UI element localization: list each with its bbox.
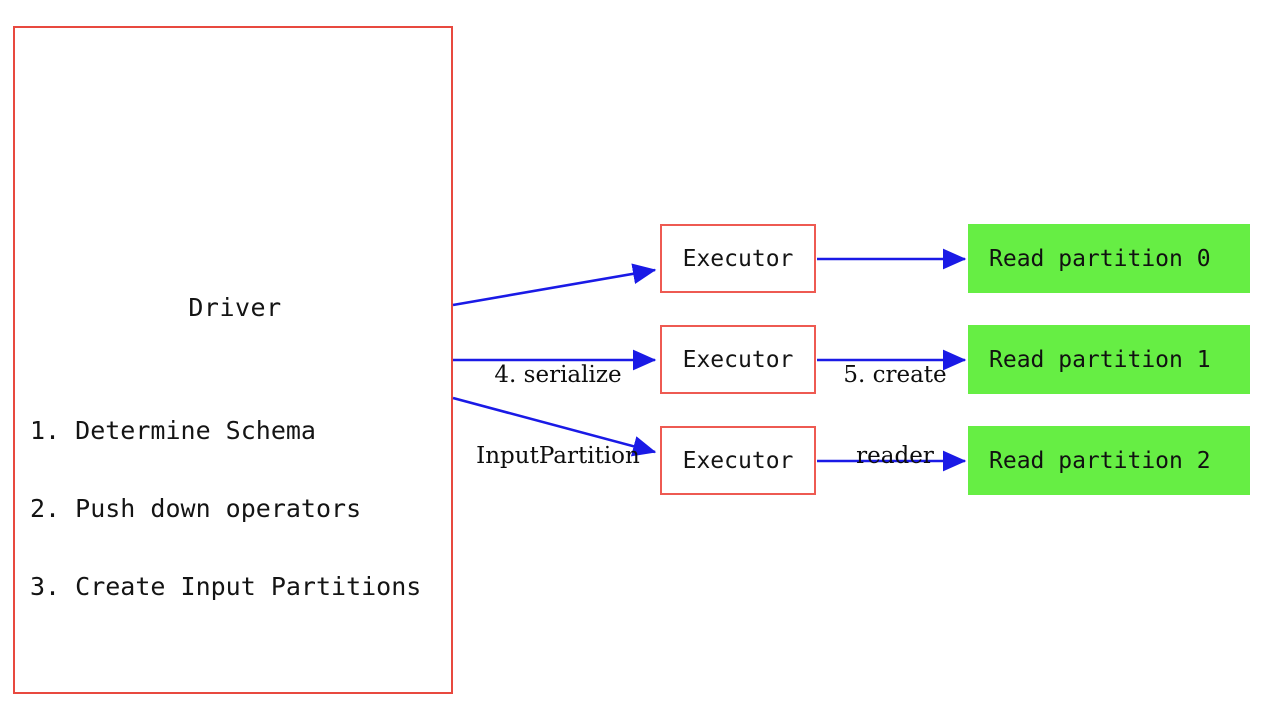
driver-title: Driver	[188, 293, 282, 322]
driver-step-1: 1. Determine Schema	[30, 416, 316, 445]
executor-box-3: Executor	[660, 426, 816, 495]
partition-label-1: Read partition 1	[989, 346, 1211, 373]
edge-label-serialize-line2: InputPartition	[476, 443, 640, 469]
partition-label-2: Read partition 2	[989, 447, 1211, 474]
executor-label-1: Executor	[682, 245, 794, 272]
partition-box-1: Read partition 1	[968, 325, 1250, 394]
executor-label-3: Executor	[682, 447, 794, 474]
partition-box-2: Read partition 2	[968, 426, 1250, 495]
partition-box-0: Read partition 0	[968, 224, 1250, 293]
partition-label-0: Read partition 0	[989, 245, 1211, 272]
driver-box: Driver 1. Determine Schema 2. Push down …	[13, 26, 453, 694]
arrow-driver-to-executor-1	[452, 263, 657, 307]
edge-label-serialize: 4. serialize InputPartition	[458, 308, 658, 524]
edge-label-create-reader: 5. create reader	[825, 308, 965, 524]
executor-box-1: Executor	[660, 224, 816, 293]
edge-label-serialize-line1: 4. serialize	[494, 362, 622, 388]
executor-label-2: Executor	[682, 346, 794, 373]
driver-step-3: 3. Create Input Partitions	[30, 572, 422, 601]
edge-label-create-reader-line2: reader	[856, 443, 934, 469]
driver-steps-list: 1. Determine Schema 2. Push down operato…	[30, 366, 421, 652]
executor-box-2: Executor	[660, 325, 816, 394]
edge-label-create-reader-line1: 5. create	[843, 362, 947, 388]
driver-step-2: 2. Push down operators	[30, 494, 362, 523]
